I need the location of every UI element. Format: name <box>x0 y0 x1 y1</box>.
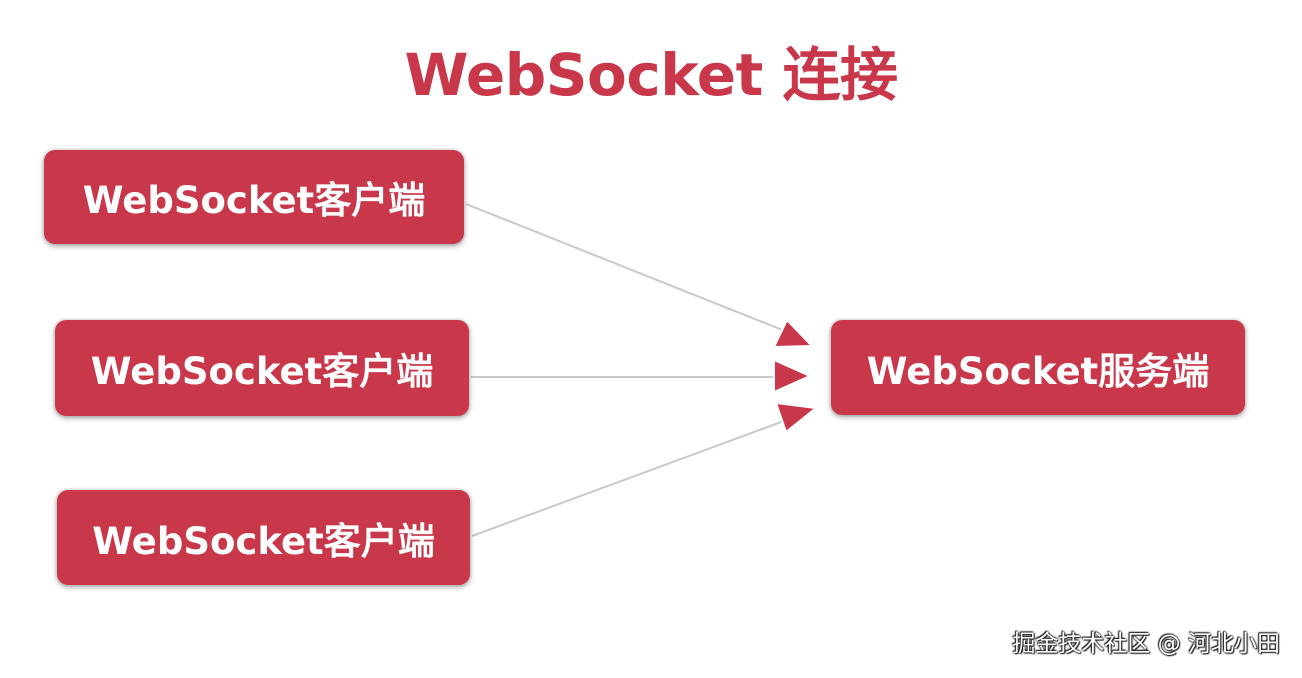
arrowhead-icon <box>773 358 813 394</box>
arrow-client-2-to-server <box>470 358 813 394</box>
arrowhead-icon <box>774 401 819 434</box>
server-node: WebSocket服务端 <box>831 320 1245 415</box>
client-node-2: WebSocket客户端 <box>55 320 469 416</box>
arrowhead-icon <box>772 318 815 349</box>
watermark: 掘金技术社区 @ 河北小田 <box>1012 631 1280 657</box>
client-node-3: WebSocket客户端 <box>57 490 470 585</box>
arrow-client-1-to-server <box>465 203 815 349</box>
arrow-client-3-to-server <box>471 401 819 537</box>
slide-title: WebSocket 连接 <box>404 41 898 109</box>
client-node-1: WebSocket客户端 <box>44 150 464 244</box>
